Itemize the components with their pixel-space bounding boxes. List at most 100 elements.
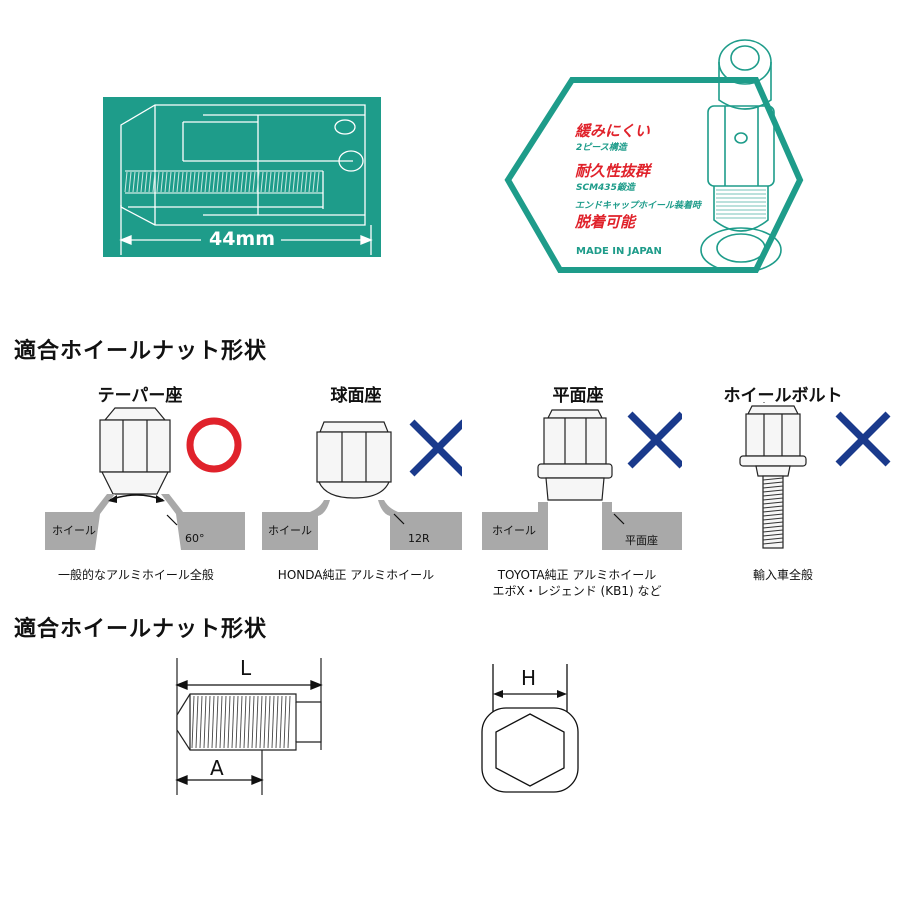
label-H: H bbox=[521, 666, 537, 690]
thread-line bbox=[252, 171, 256, 193]
dimension-label: 44mm bbox=[208, 228, 276, 250]
thread-line bbox=[762, 505, 784, 509]
thread-line bbox=[762, 501, 784, 505]
thread-line bbox=[312, 171, 316, 193]
thread-line bbox=[176, 171, 180, 193]
thread-line bbox=[124, 171, 128, 193]
thread-line bbox=[199, 695, 203, 749]
thread-line bbox=[300, 171, 304, 193]
thread-line bbox=[762, 485, 784, 489]
badge-line2: 耐久性抜群 bbox=[575, 162, 651, 180]
thread-line bbox=[762, 533, 784, 537]
thread-line bbox=[251, 695, 255, 749]
thread-line bbox=[211, 695, 215, 749]
thread-line bbox=[191, 695, 195, 749]
thread-line bbox=[148, 171, 152, 193]
section1-title: 適合ホイールナット形状 bbox=[14, 339, 268, 364]
label-A: A bbox=[210, 756, 224, 780]
thread-line bbox=[276, 171, 280, 193]
thread-line bbox=[160, 171, 164, 193]
thread-line bbox=[172, 171, 176, 193]
thread-line bbox=[192, 171, 196, 193]
thread-line bbox=[243, 695, 247, 749]
thread-line bbox=[762, 493, 784, 497]
label-L: L bbox=[240, 656, 252, 680]
badge-line3-sub: エンドキャップホイール装着時 bbox=[575, 201, 702, 211]
thread-line bbox=[762, 529, 784, 533]
col-title-bolt: ホイールボルト bbox=[723, 386, 843, 406]
caption-flat-2: エボX・レジェンド (KB1) など bbox=[492, 584, 662, 598]
thread-line bbox=[247, 695, 251, 749]
hex-width-diagram bbox=[481, 664, 579, 793]
thread-line bbox=[288, 171, 292, 193]
thread-line bbox=[256, 171, 260, 193]
thread-line bbox=[164, 171, 168, 193]
thread-line bbox=[264, 171, 268, 193]
thread-line bbox=[239, 695, 243, 749]
badge-hexagon bbox=[504, 39, 804, 273]
thread-line bbox=[271, 695, 275, 749]
caption-bolt: 輸入車全般 bbox=[752, 568, 813, 582]
thread-line bbox=[231, 695, 235, 749]
angle-label-taper: 60° bbox=[185, 532, 205, 545]
thread-line bbox=[287, 695, 291, 749]
thread-line bbox=[762, 537, 784, 541]
wheel-label-spherical: ホイール bbox=[268, 524, 312, 537]
wheel-label-taper: ホイール bbox=[52, 524, 96, 537]
thread-line bbox=[762, 541, 784, 545]
thread-line bbox=[208, 171, 212, 193]
col-title-spherical: 球面座 bbox=[330, 386, 382, 406]
thread-line bbox=[244, 171, 248, 193]
thread-line bbox=[128, 171, 132, 193]
thread-line bbox=[255, 695, 259, 749]
thread-line bbox=[762, 497, 784, 501]
thread-line bbox=[223, 695, 227, 749]
thread-line bbox=[259, 695, 263, 749]
thread-line bbox=[216, 171, 220, 193]
thread-line bbox=[235, 695, 239, 749]
thread-line bbox=[762, 509, 784, 513]
badge-line1: 緩みにくい bbox=[575, 122, 650, 140]
thread-line bbox=[279, 695, 283, 749]
caption-flat-1: TOYOTA純正 アルミホイール bbox=[497, 568, 657, 582]
ng-cross-icon bbox=[409, 419, 462, 477]
thread-line bbox=[180, 171, 184, 193]
thread-line bbox=[212, 171, 216, 193]
thread-line bbox=[248, 171, 252, 193]
thread-line bbox=[215, 695, 219, 749]
feature-badge: 緩みにくい 2ピース構造 耐久性抜群 SCM435鍛造 エンドキャップホイール装… bbox=[500, 20, 810, 280]
thread-line bbox=[188, 171, 192, 193]
thread-line bbox=[236, 171, 240, 193]
thread-line bbox=[204, 171, 208, 193]
thread-line bbox=[228, 171, 232, 193]
thread-line bbox=[184, 171, 188, 193]
thread-line bbox=[762, 517, 784, 521]
ng-cross-icon bbox=[835, 411, 891, 467]
thread-line bbox=[136, 171, 140, 193]
length-diagram bbox=[175, 658, 323, 795]
thread-line bbox=[132, 171, 136, 193]
thread-line bbox=[304, 171, 308, 193]
thread-line bbox=[168, 171, 172, 193]
thread-line bbox=[207, 695, 211, 749]
thread-line bbox=[762, 513, 784, 517]
thread-line bbox=[196, 171, 200, 193]
thread-line bbox=[156, 171, 160, 193]
thread-line bbox=[240, 171, 244, 193]
thread-line bbox=[267, 695, 271, 749]
thread-line bbox=[232, 171, 236, 193]
thread-line bbox=[260, 171, 264, 193]
thread-line bbox=[220, 171, 224, 193]
wheel-label-flat: ホイール bbox=[492, 524, 536, 537]
thread-line bbox=[292, 171, 296, 193]
thread-line bbox=[316, 171, 320, 193]
thread-line bbox=[762, 525, 784, 529]
ok-circle-icon bbox=[186, 417, 242, 473]
badge-line1-sub: 2ピース構造 bbox=[576, 143, 627, 153]
section2-title: 適合ホイールナット形状 bbox=[14, 617, 268, 642]
made-in-label: MADE IN JAPAN bbox=[576, 246, 662, 257]
thread-line bbox=[200, 171, 204, 193]
thread-line bbox=[227, 695, 231, 749]
taper-seat-diagram bbox=[45, 407, 245, 550]
thread-line bbox=[144, 171, 148, 193]
